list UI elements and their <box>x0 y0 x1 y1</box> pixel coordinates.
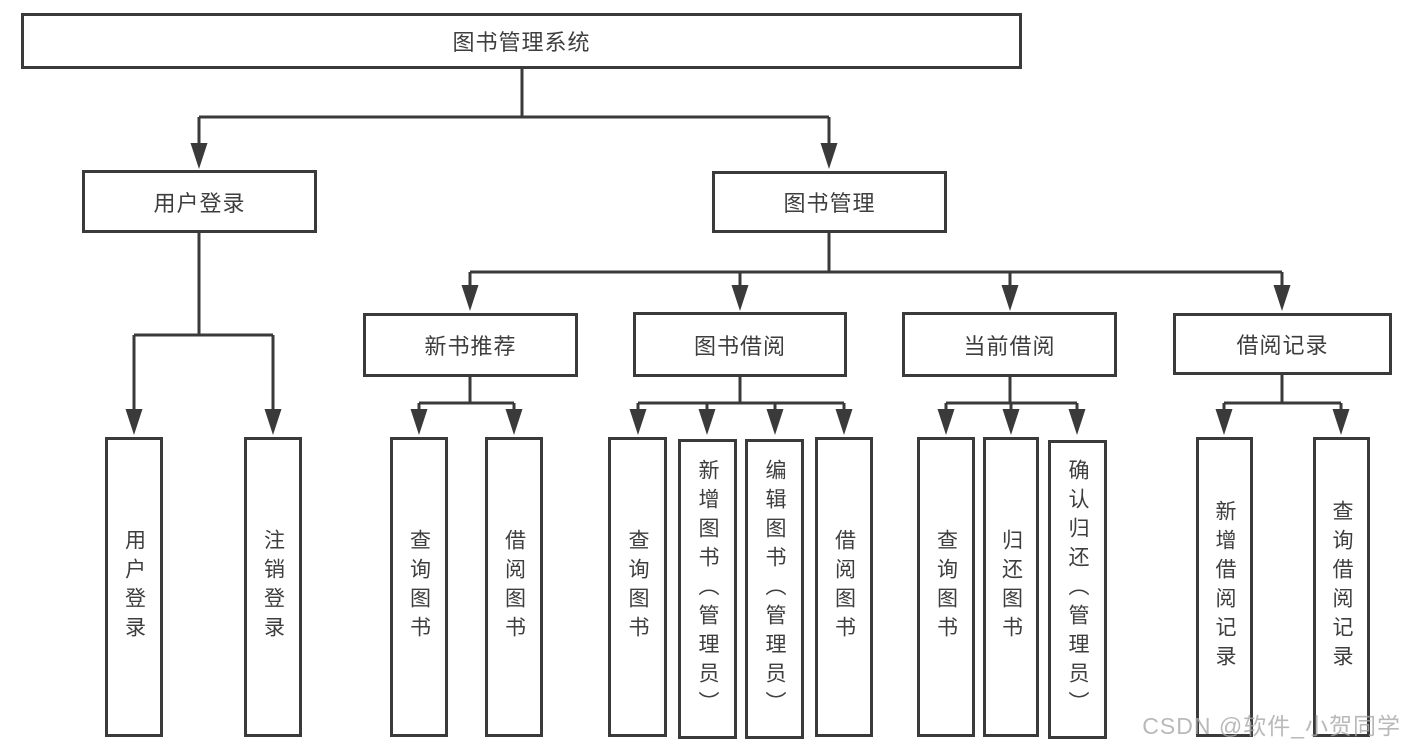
leaf-current-query-books: 查询图书 <box>917 437 975 737</box>
node-borrowing-records: 借阅记录 <box>1173 313 1392 375</box>
node-borrowing-records-label: 借阅记录 <box>1236 333 1329 358</box>
leaf-query-borrow-record-label: 查询借阅记录 <box>1330 500 1353 674</box>
node-current-borrowing: 当前借阅 <box>902 312 1117 377</box>
leaf-add-borrow-record: 新增借阅记录 <box>1196 437 1253 737</box>
leaf-borrowing-query-books-label: 查询图书 <box>626 529 649 645</box>
leaf-current-query-books-label: 查询图书 <box>934 529 958 645</box>
leaf-borrow-books: 借阅图书 <box>815 437 873 737</box>
leaf-borrow-books-label: 借阅图书 <box>832 529 856 645</box>
leaf-add-books-admin-label: 新增图书（管理员） <box>696 458 719 720</box>
node-book-management-label: 图书管理 <box>783 191 876 216</box>
node-book-management: 图书管理 <box>712 171 947 233</box>
node-current-borrowing-label: 当前借阅 <box>963 333 1056 359</box>
leaf-query-borrow-record: 查询借阅记录 <box>1313 437 1370 737</box>
node-root-library-system: 图书管理系统 <box>21 13 1022 69</box>
node-user-login-label: 用户登录 <box>153 190 246 216</box>
leaf-add-books-admin: 新增图书（管理员） <box>678 439 737 739</box>
leaf-borrowing-query-books: 查询图书 <box>608 437 667 737</box>
leaf-user-login: 用户登录 <box>105 437 163 737</box>
leaf-recommend-query-books: 查询图书 <box>390 437 448 737</box>
leaf-confirm-return-admin-label: 确认归还（管理员） <box>1066 459 1089 720</box>
node-book-borrowing-label: 图书借阅 <box>693 333 786 359</box>
leaf-recommend-borrow-books-label: 借阅图书 <box>502 529 526 645</box>
leaf-logout: 注销登录 <box>244 437 302 737</box>
leaf-user-login-label: 用户登录 <box>122 529 146 645</box>
leaf-add-borrow-record-label: 新增借阅记录 <box>1213 500 1236 674</box>
csdn-watermark: CSDN @软件_小贺同学 <box>1142 713 1401 739</box>
node-user-login: 用户登录 <box>82 170 317 233</box>
leaf-logout-label: 注销登录 <box>261 529 285 645</box>
leaf-return-books-label: 归还图书 <box>999 529 1023 645</box>
node-root-label: 图书管理系统 <box>452 30 591 55</box>
leaf-recommend-borrow-books: 借阅图书 <box>485 437 543 737</box>
node-book-borrowing: 图书借阅 <box>633 312 847 377</box>
leaf-edit-books-admin: 编辑图书（管理员） <box>745 439 804 739</box>
leaf-edit-books-admin-label: 编辑图书（管理员） <box>763 458 786 720</box>
node-new-book-recommendation: 新书推荐 <box>363 313 578 377</box>
leaf-return-books: 归还图书 <box>983 437 1039 737</box>
node-new-book-recommendation-label: 新书推荐 <box>424 334 517 359</box>
leaf-recommend-query-books-label: 查询图书 <box>407 529 431 645</box>
leaf-confirm-return-admin: 确认归还（管理员） <box>1048 440 1107 739</box>
